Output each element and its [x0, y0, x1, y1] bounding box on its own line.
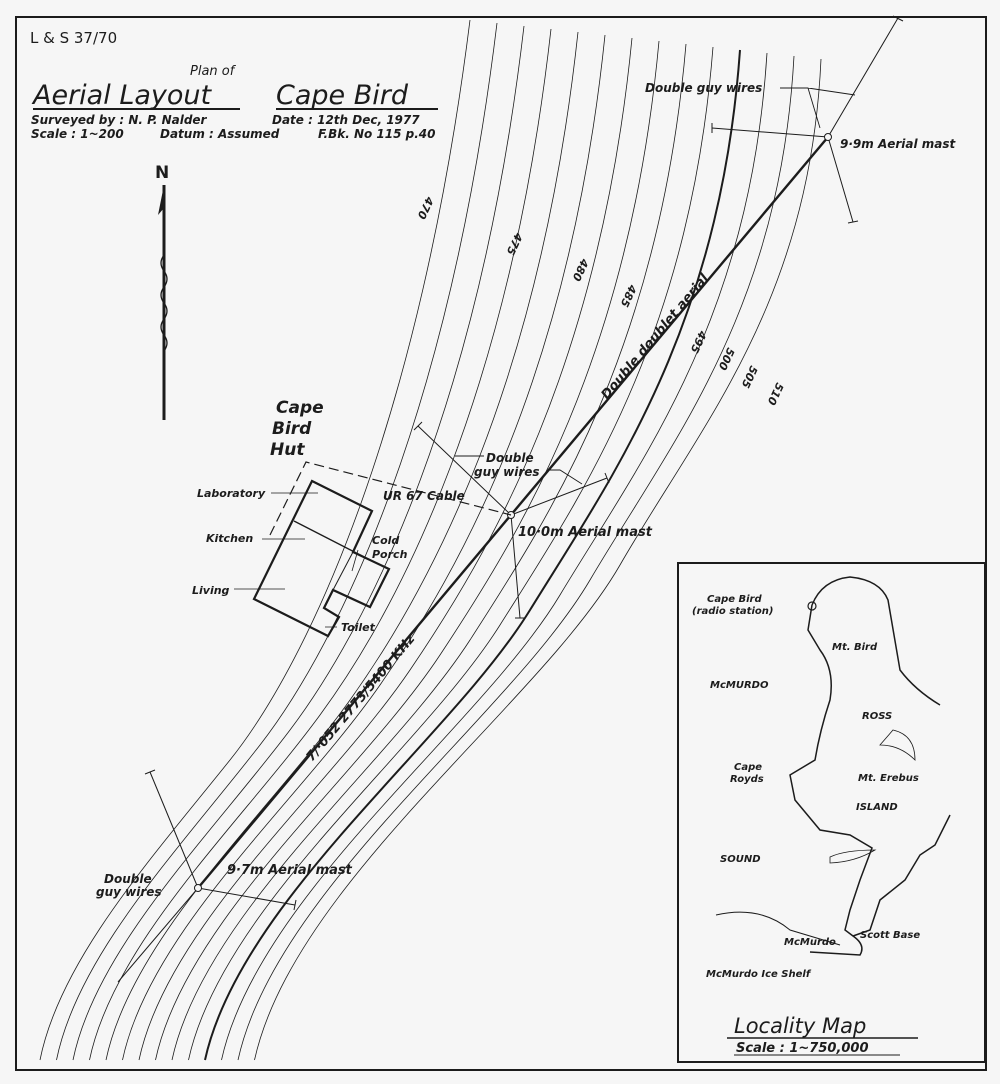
room-living: Living [192, 584, 230, 597]
contour-line [188, 46, 714, 1061]
north-arrow-icon: N [155, 163, 169, 420]
place-island: ISLAND [856, 802, 898, 813]
guy-middle-label-1: Double [486, 451, 534, 465]
feeder-label: 7/·052 2773/5400 KHz [304, 632, 419, 765]
locality-scale: Scale : 1~750,000 [736, 1041, 869, 1056]
place-sound: SOUND [720, 854, 761, 865]
field-book: F.Bk. No 115 p.40 [318, 127, 436, 141]
contour-line [89, 28, 552, 1061]
hut-name-1: Cape [276, 398, 324, 418]
cape-bird-hut: Cape Bird Hut UR 67 Cable Laboratory Kit… [192, 398, 512, 638]
guy-middle-label-2: guy wires [474, 465, 540, 479]
reference-number: L & S 37/70 [30, 29, 117, 47]
room-cold: Cold [372, 534, 399, 547]
place-scott-base: Scott Base [860, 930, 920, 941]
mast-top: 9·9m Aerial mast Double guy wires [645, 15, 957, 224]
contour-line [171, 43, 687, 1061]
room-kitchen: Kitchen [206, 532, 253, 545]
survey-date: Date : 12th Dec, 1977 [272, 113, 420, 127]
contour-line [138, 37, 633, 1061]
contour-label-475: 475 [503, 230, 525, 258]
contour-label-470: 470 [414, 194, 436, 222]
place-cape-bird: Cape Bird [707, 594, 762, 605]
hut-name-3: Hut [270, 440, 305, 460]
contour-label-495: 495 [687, 328, 709, 356]
room-toilet: Toilet [341, 621, 376, 634]
mast-bottom: 9·7m Aerial mast Double guy wires [96, 769, 353, 983]
ross-island-coast [789, 576, 951, 956]
title-main-left: Aerial Layout [31, 80, 213, 111]
svg-text:N: N [155, 163, 169, 183]
contour-line [105, 31, 579, 1061]
locality-title: Locality Map [734, 1014, 866, 1038]
title-main-right: Cape Bird [276, 80, 409, 111]
contour-labels: 470 475 480 485 495 500 505 510 [414, 194, 786, 408]
place-mcmurdo: McMURDO [710, 680, 769, 691]
hut-name-2: Bird [272, 419, 312, 439]
mast-middle: 10·0m Aerial mast Double guy wires [413, 421, 653, 619]
contour-label-510: 510 [764, 381, 786, 408]
contour-line [237, 55, 795, 1061]
contour-label-505: 505 [738, 364, 760, 391]
place-ross: ROSS [862, 711, 892, 722]
contour-lines [39, 19, 822, 1061]
contour-line [204, 49, 741, 1061]
cable-label: UR 67 Cable [383, 489, 465, 503]
contour-line [56, 22, 498, 1061]
contour-line [122, 34, 606, 1061]
contour-line [72, 25, 525, 1061]
room-porch: Porch [372, 548, 408, 561]
scale: Scale : 1~200 [31, 127, 124, 141]
contour-line [39, 19, 471, 1061]
mast-bottom-label: 9·7m Aerial mast [227, 863, 353, 878]
place-ice-shelf: McMurdo Ice Shelf [706, 969, 812, 980]
contour-line [155, 40, 660, 1061]
mast-top-label: 9·9m Aerial mast [840, 137, 957, 151]
mast-middle-label: 10·0m Aerial mast [518, 525, 653, 540]
place-radio-station: (radio station) [692, 606, 773, 617]
contour-label-480: 480 [569, 256, 591, 284]
place-cape: Cape [734, 762, 762, 773]
datum: Datum : Assumed [160, 127, 280, 141]
contour-line [254, 58, 822, 1061]
surveyed-by: Surveyed by : N. P. Nalder [31, 113, 208, 127]
title-pre: Plan of [190, 64, 237, 79]
guy-top-label: Double guy wires [645, 81, 762, 95]
locality-map: Cape Bird (radio station) Mt. Bird McMUR… [677, 562, 986, 1063]
place-royds: Royds [730, 774, 764, 785]
guy-bottom-label-1: Double [104, 872, 152, 886]
room-laboratory: Laboratory [197, 487, 266, 500]
contour-line [221, 52, 768, 1061]
place-mt-erebus: Mt. Erebus [858, 773, 919, 784]
guy-bottom-label-2: guy wires [96, 885, 162, 899]
place-mcmurdo-station: McMurdo [784, 937, 836, 948]
place-mt-bird: Mt. Bird [832, 642, 878, 653]
map-border [15, 16, 987, 1071]
